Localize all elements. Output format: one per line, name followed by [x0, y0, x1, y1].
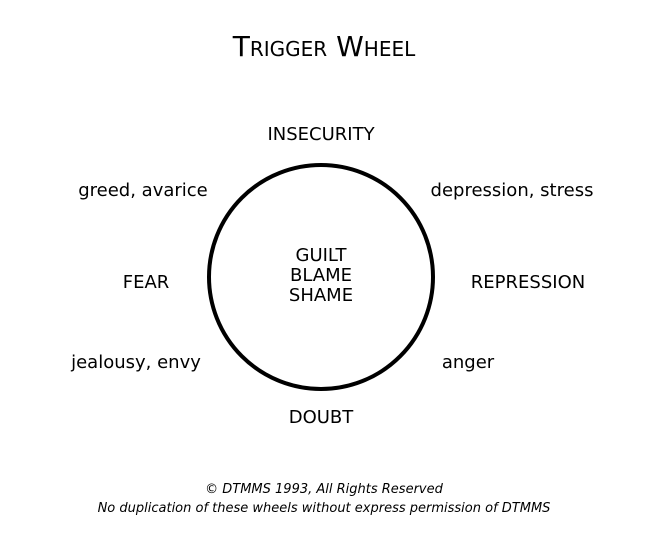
label-repression: REPRESSION [470, 272, 586, 293]
footer-notice: No duplication of these wheels without e… [97, 501, 551, 516]
center-guilt: GUILT [295, 245, 347, 266]
label-insecurity: INSECURITY [267, 124, 375, 145]
label-doubt: DOUBT [288, 407, 354, 428]
wheel-circle [207, 163, 435, 391]
footer-copyright: © DTMMS 1993, All Rights Reserved [205, 482, 443, 497]
label-greed-avarice: greed, avarice [78, 180, 208, 201]
center-shame: SHAME [288, 285, 354, 306]
label-jealousy-envy: jealousy, envy [71, 352, 201, 373]
label-anger: anger [441, 352, 495, 373]
diagram-title: Trigger Wheel [232, 30, 416, 63]
wheel-center-text: GUILT BLAME SHAME [289, 246, 353, 306]
label-depression-stress: depression, stress [430, 180, 594, 201]
label-fear: FEAR [122, 272, 170, 293]
center-blame: BLAME [289, 265, 352, 286]
